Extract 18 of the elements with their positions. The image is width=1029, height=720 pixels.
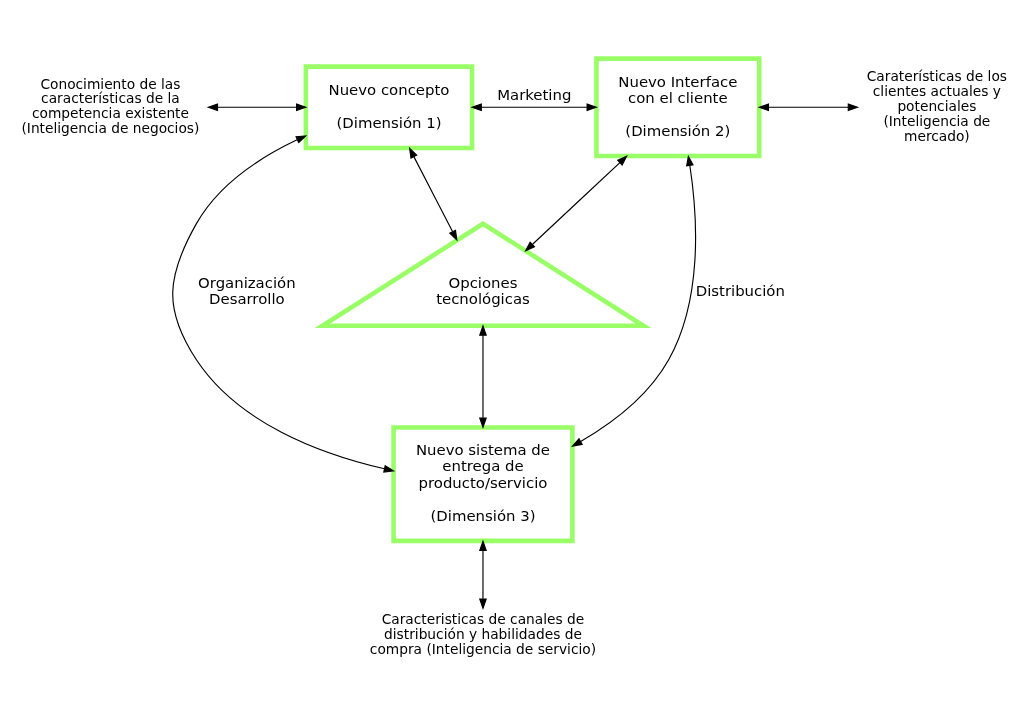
arrow [478,539,487,610]
arrow [524,154,628,252]
edge-label: Distribución [695,281,785,300]
arrow [172,134,396,473]
arrow [470,102,598,111]
edge-label: Marketing [497,85,572,104]
arrow [757,102,860,111]
edge-label: Organización Desarrollo [198,273,296,308]
node-text: Caracteristicas de canales de distribución y habilidades de compra (Inteligencia de servicio) [369,610,597,657]
node-text: Conocimiento de las características de la competencia existente (Inteligencia de negocios) [21,75,200,136]
arrow [408,146,458,241]
node-text: Caraterísticas de los clientes actuales y potenciales (Inteligencia de mercado) [866,67,1008,144]
arrow [478,323,487,429]
node-box: Nuevo concepto (Dimensión 1) [303,63,475,150]
node-box: Nuevo Interface con el cliente (Dimensión 2) [594,55,762,158]
node-box: Nuevo sistema de entrega de producto/servicio (Dimensión 3) [391,424,575,543]
arrow [206,102,308,111]
arrow [571,154,697,447]
